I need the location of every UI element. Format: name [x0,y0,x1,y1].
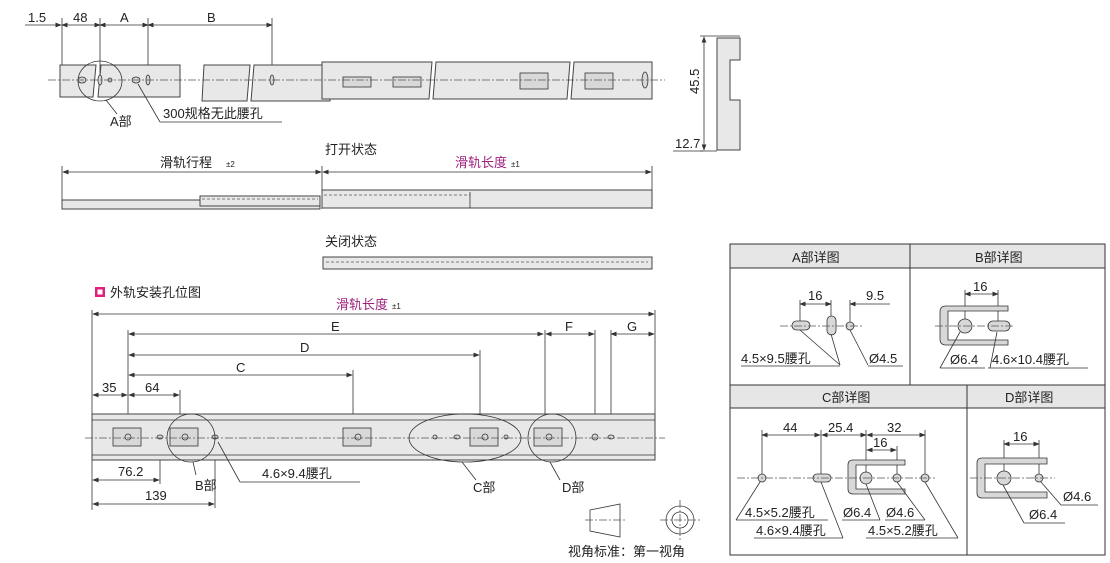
dim-1-5: 1.5 [28,10,46,25]
detail-b-title: B部详图 [975,250,1023,265]
outer-rail-mounting: 外轨安装孔位图 滑轨长度 ±1 E F G D C 35 64 76.2 139… [85,285,665,510]
travel-label: 滑轨行程 [160,155,212,170]
detail-c-title: C部详图 [822,390,870,405]
top-view: 1.5 48 A B A部 300规格无此腰孔 [25,10,665,129]
mount-length-tol: ±1 [392,302,401,311]
dim-35: 35 [102,380,116,395]
detail-c-hole-4-6: Ø4.6 [886,505,914,520]
dim-d: D [300,340,309,355]
detail-a-title: A部详图 [792,250,840,265]
detail-c-dim-44: 44 [783,420,797,435]
detail-b-slot: 4.6×10.4腰孔 [992,352,1069,367]
dim-12-7: 12.7 [675,136,700,151]
first-angle-projection-symbol: 视角标准：第一视角 [568,500,700,559]
dim-c: C [236,360,245,375]
dim-48: 48 [73,10,87,25]
dim-a: A [120,10,129,25]
detail-c-dim-16: 16 [873,435,887,450]
dim-f: F [565,319,573,334]
length-label: 滑轨长度 [455,155,507,170]
view-standard-label: 视角标准：第一视角 [568,544,685,559]
detail-b-hole: Ø6.4 [950,352,978,367]
length-tolerance: ±1 [511,160,520,169]
label-c-part: C部 [473,480,495,495]
closed-state: 关闭状态 [322,234,653,270]
mount-title: 外轨安装孔位图 [110,285,201,300]
detail-c-dim-32: 32 [887,420,901,435]
slot-label: 4.6×9.4腰孔 [262,466,332,481]
open-state: 打开状态 滑轨行程 ±2 滑轨长度 ±1 [61,142,653,210]
mount-length: 滑轨长度 [336,297,388,312]
detail-c-hole-6-4: Ø6.4 [843,505,871,520]
detail-c-slot-3: 4.5×5.2腰孔 [868,523,938,538]
dim-g: G [627,319,637,334]
label-a-part: A部 [110,114,132,129]
detail-a-dim-16: 16 [808,288,822,303]
detail-c-slot-1: 4.5×5.2腰孔 [745,505,815,520]
dim-45-5: 45.5 [687,69,702,94]
dim-b: B [207,10,216,25]
dim-139: 139 [145,488,167,503]
mount-slots [112,427,615,447]
detail-c-slot-2: 4.6×9.4腰孔 [756,523,826,538]
closed-state-title: 关闭状态 [325,234,377,249]
detail-table: A部详图 B部详图 C部详图 D部详图 16 9.5 4.5×9.5腰孔 Ø4.… [729,243,1106,556]
detail-d-hole-4-6: Ø4.6 [1063,489,1091,504]
detail-d-hole-6-4: Ø6.4 [1029,507,1057,522]
detail-c-dim-25-4: 25.4 [828,420,853,435]
label-b-part: B部 [195,478,217,493]
travel-tolerance: ±2 [226,160,235,169]
detail-d-dim-16: 16 [1013,429,1027,444]
detail-d-title: D部详图 [1005,390,1053,405]
dim-76-2: 76.2 [118,464,143,479]
detail-a-dim-9-5: 9.5 [866,288,884,303]
open-state-title: 打开状态 [325,142,377,157]
detail-b-dim-16: 16 [973,279,987,294]
dim-e: E [331,319,340,334]
side-view: 45.5 12.7 [673,35,741,152]
dim-64: 64 [145,380,159,395]
label-d-part: D部 [562,480,584,495]
detail-a-hole: Ø4.5 [869,351,897,366]
note-300: 300规格无此腰孔 [163,106,263,121]
detail-a-slot: 4.5×9.5腰孔 [741,351,811,366]
